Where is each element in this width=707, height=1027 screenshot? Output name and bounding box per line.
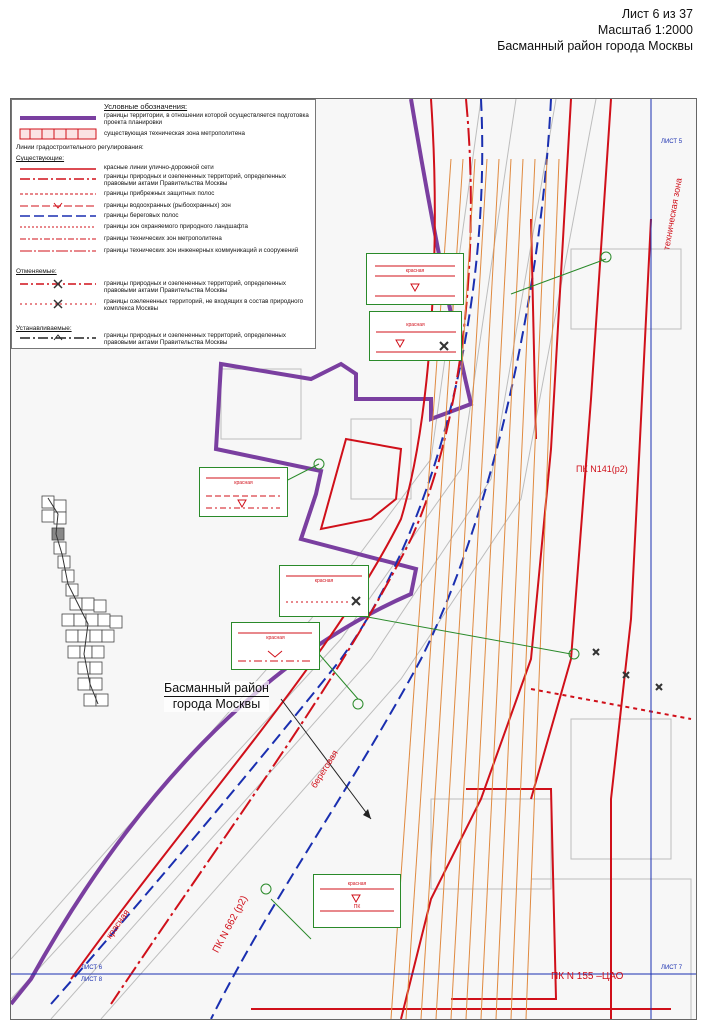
district-label: Басманный район города Москвы [164,681,269,712]
map-scale: Масштаб 1:2000 [597,23,693,37]
district-title: Басманный район города Москвы [497,39,693,53]
legend-item: границы зон охраняемого природного ландш… [104,223,248,230]
legend-title: Условные обозначения: [104,102,188,111]
callout-box: красная [279,565,369,617]
legend-section: Существующие: [16,155,65,162]
map-legend: Условные обозначения: границы территории… [11,99,316,349]
callout-box: красная [366,253,464,305]
cross-mark-icon [592,648,663,691]
legend-section: Линии градостроительного регулирования: [16,144,144,151]
sheet-label: ЛИСТ 5 [661,139,683,145]
legend-item: границы прибрежных защитных полос [104,190,215,197]
pk141-label: ПК N141(р2) [576,464,628,474]
legend-section: Устанавливаемые: [16,325,72,332]
callout-box: красная [369,311,462,361]
legend-section: Отменяемые: [16,268,57,275]
sheet-index-map [41,495,123,707]
legend-item: границы природных и озелененных территор… [104,173,286,187]
sheet-number: Лист 6 из 37 [621,7,693,21]
legend-item: существующая техническая зона метрополит… [104,130,245,137]
legend-item: границы береговых полос [104,212,179,219]
legend-item: границы территории, в отношении которой … [104,112,309,126]
callout-box: красная [199,467,288,517]
legend-item: границы озелененных территорий, не входя… [104,298,304,312]
legend-item: границы технических зон инженерных комму… [104,247,299,254]
legend-item: границы технических зон метрополитена [104,235,222,242]
callout-box: красная [231,622,320,670]
sheet-label: ЛИСТ 6 [81,965,103,971]
sheet-label: ЛИСТ 7 [661,965,683,971]
callout-box: красная ПК [313,874,401,928]
legend-item: границы водоохранных (рыбоохранных) зон [104,202,231,209]
sheet-label: ЛИСТ 8 [81,977,103,983]
legend-item: красные линии улично-дорожной сети [104,164,214,171]
legend-item: границы природных и озелененных территор… [104,280,286,294]
pk155-label: ПК N 155 –ЦАО [551,971,624,982]
legend-item: границы природных и озелененных территор… [104,332,286,346]
